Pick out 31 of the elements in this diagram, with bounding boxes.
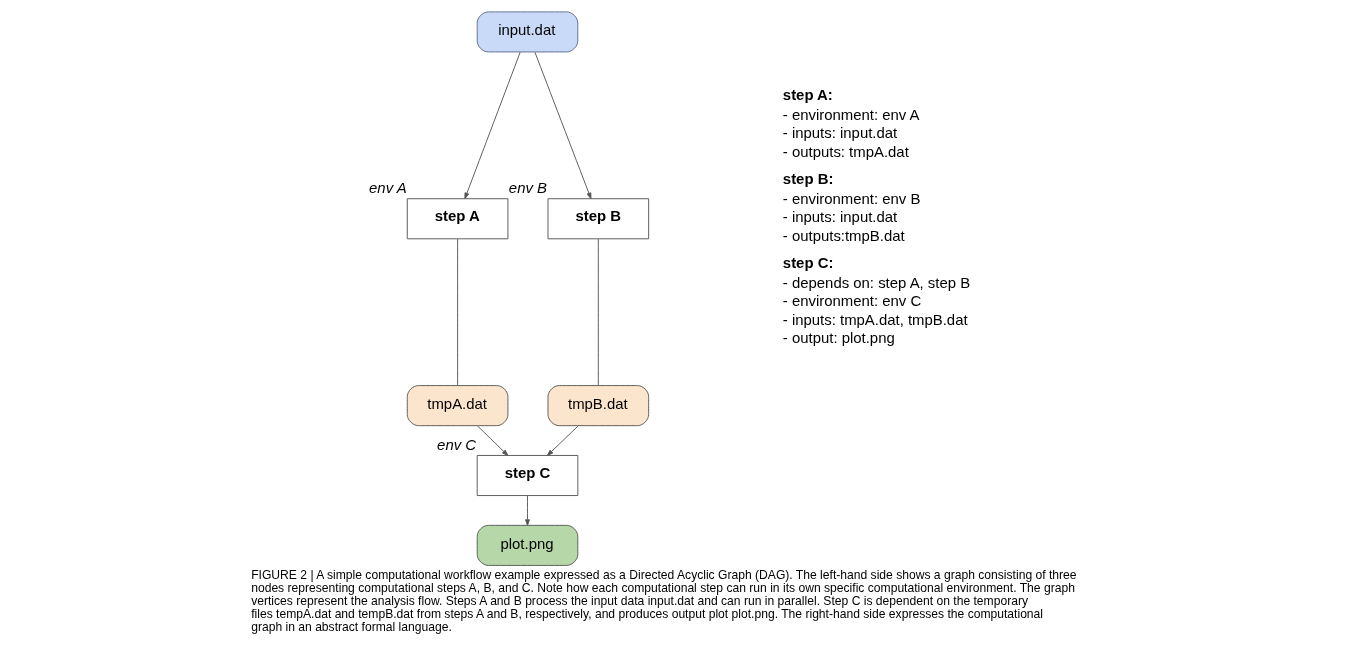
label: - environment: env A xyxy=(782,106,920,123)
label: - inputs: input.dat xyxy=(782,209,897,226)
label: - environment: env C xyxy=(782,293,921,310)
node-box: tmpB.dat xyxy=(547,385,649,427)
arrow xyxy=(524,495,530,526)
connector xyxy=(597,238,599,386)
label: - inputs: input.dat xyxy=(782,125,897,142)
node-box: step B xyxy=(547,198,649,240)
connector xyxy=(456,238,458,386)
label: step A: xyxy=(782,87,833,104)
node-box: input.dat xyxy=(476,11,578,53)
node-label: env B xyxy=(508,179,547,196)
node-label: env C xyxy=(436,436,476,453)
caption: FIGURE 2 | A simple computational workflow example expressed as a Directed Acyclic Graph (DAG). The left-hand side shows a graph consisting of three nodes representing computational steps A, B, and C. Note how each computational step can run in its own specific computational environment. The graph vertices represent the analysis flow. Steps A and B process the input data input.dat and can run in parallel. Step C is dependent on the temporary files tempA.dat and tempB.dat from steps A and B, respectively, and produces output plot plot.png. The right-hand side expresses the computational graph in an abstract formal language. xyxy=(250,567,1077,635)
label: - inputs: tmpA.dat, tmpB.dat xyxy=(782,311,968,328)
arrow xyxy=(546,425,579,456)
arrow xyxy=(533,51,591,200)
node-box: plot.png xyxy=(476,524,578,566)
label: step C: xyxy=(782,254,833,271)
node-label: env A xyxy=(368,179,407,196)
arrow xyxy=(476,425,508,456)
node-box: step C xyxy=(476,455,578,496)
node-box: tmpA.dat xyxy=(406,385,508,427)
node-box: step A xyxy=(406,198,508,240)
label: - environment: env B xyxy=(782,190,920,207)
label: - output: plot.png xyxy=(782,330,895,347)
label: - outputs: tmpA.dat xyxy=(782,144,909,161)
label: step B: xyxy=(782,171,833,188)
label: - depends on: step A, step B xyxy=(782,274,970,291)
label: - outputs:tmpB.dat xyxy=(782,227,905,244)
arrow xyxy=(463,51,521,200)
